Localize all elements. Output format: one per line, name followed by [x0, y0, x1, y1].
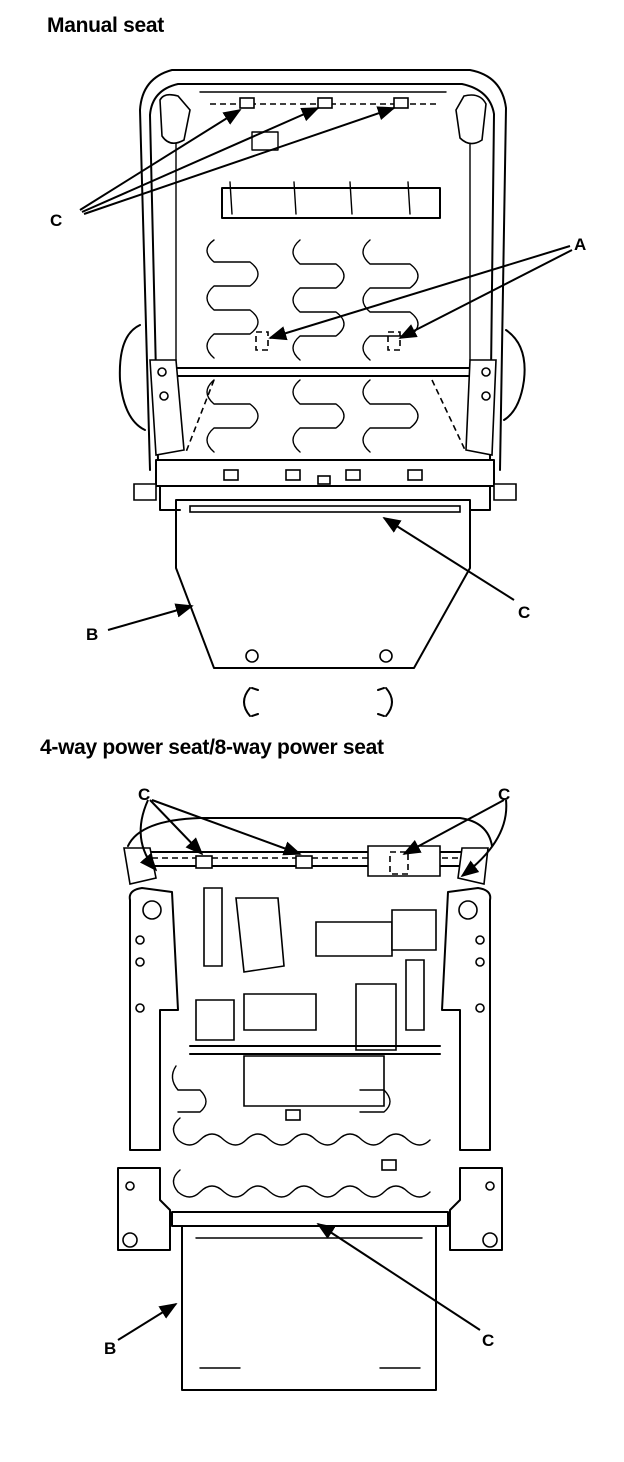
- manual-callout-c-top: C: [50, 211, 62, 230]
- manual-seat-title: Manual seat: [47, 14, 164, 37]
- power-callout-arrows: [117, 799, 508, 1341]
- manual-callout-b: B: [86, 625, 98, 644]
- power-callout-c-top-left: C: [138, 785, 150, 804]
- manual-callout-a: A: [574, 235, 586, 254]
- power-callout-c-top-right: C: [498, 785, 510, 804]
- power-callout-c-bottom: C: [482, 1331, 494, 1350]
- manual-callout-c-bottom: C: [518, 603, 530, 622]
- power-callout-b: B: [104, 1339, 116, 1358]
- power-seat-title: 4-way power seat/8-way power seat: [40, 736, 384, 759]
- manual-callout-arrows: [79, 106, 573, 631]
- manual-seat-drawing: [118, 69, 526, 717]
